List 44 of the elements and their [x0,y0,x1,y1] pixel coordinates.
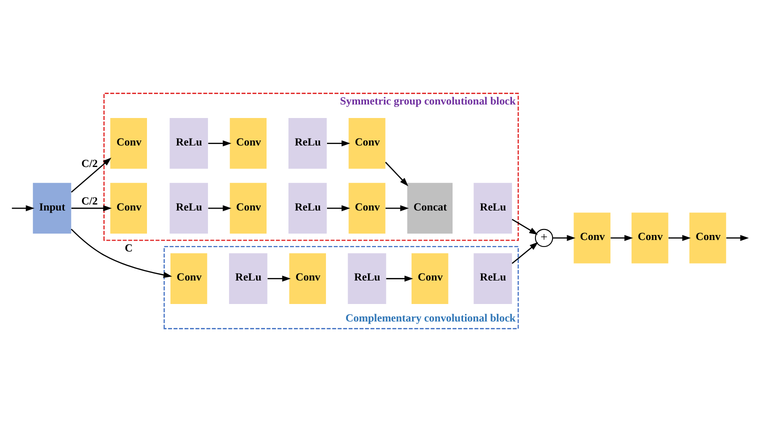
node-box: Conv [632,212,668,263]
node-box: Conv [574,212,610,263]
arrow [208,204,232,211]
node-box: Conv [689,212,726,263]
arrow [208,140,232,146]
arrow [268,275,291,282]
node-box: Conv [348,118,386,168]
node-box: Conv [289,252,326,304]
arrow [726,234,749,240]
node-box: Conv [230,182,267,234]
arrow [70,157,112,192]
arrow [610,234,634,240]
node-box: Conv [230,118,267,168]
arrow [668,234,691,240]
node-box: Conv [110,118,147,168]
node-box: ReLu [348,252,386,304]
edge-label: C/2 [81,195,98,208]
node-box: ReLu [288,182,327,234]
node-box: ReLu [474,252,512,304]
arrow [327,140,350,146]
node-box: Input [32,182,72,234]
arrow [12,204,34,211]
node-box: Conv [412,252,448,304]
node-box: ReLu [229,252,268,304]
arrow [512,242,538,264]
node-box: ReLu [474,182,512,234]
arrow [71,204,112,211]
arrow [327,204,350,211]
node-box: ReLu [288,118,327,168]
arrow [386,204,409,211]
node-box: Conv [110,182,147,234]
arrow [552,234,576,240]
edge-label: C [124,242,133,254]
edge-label: C/2 [81,158,98,170]
node-box: Concat [407,182,453,234]
arrow [385,161,408,186]
node-circle: + [534,228,554,247]
arrow [386,275,414,282]
node-box: ReLu [170,118,208,168]
node-box: ReLu [170,182,208,234]
arrow [70,228,172,278]
node-box: Conv [170,252,208,304]
node-box: Conv [348,182,386,234]
arrow [512,218,538,234]
